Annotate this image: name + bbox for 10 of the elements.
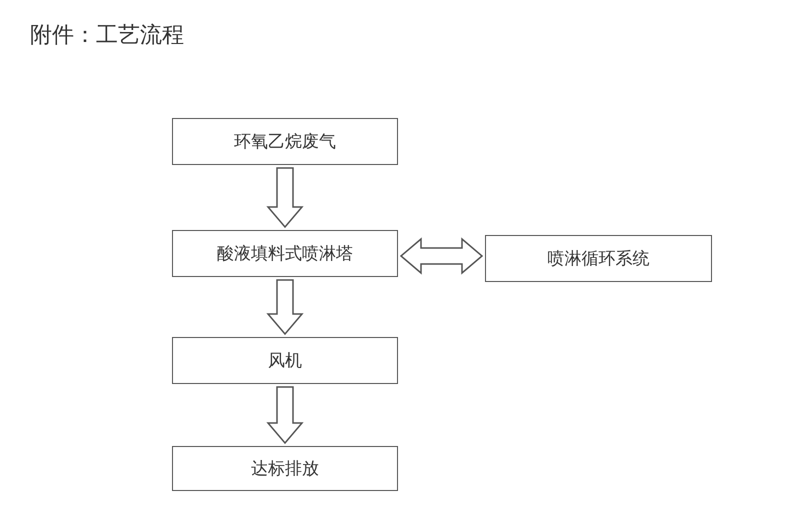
title: 附件：工艺流程 [30, 22, 184, 50]
process-box: 环氧乙烷废气 [172, 118, 398, 165]
process-box: 喷淋循环系统 [485, 235, 712, 282]
block-arrow [400, 237, 484, 275]
process-box: 达标排放 [172, 446, 398, 491]
process-box: 风机 [172, 337, 398, 384]
process-box: 酸液填料式喷淋塔 [172, 230, 398, 277]
block-arrow [266, 279, 304, 336]
block-arrow [266, 167, 304, 228]
block-arrow [266, 386, 304, 444]
